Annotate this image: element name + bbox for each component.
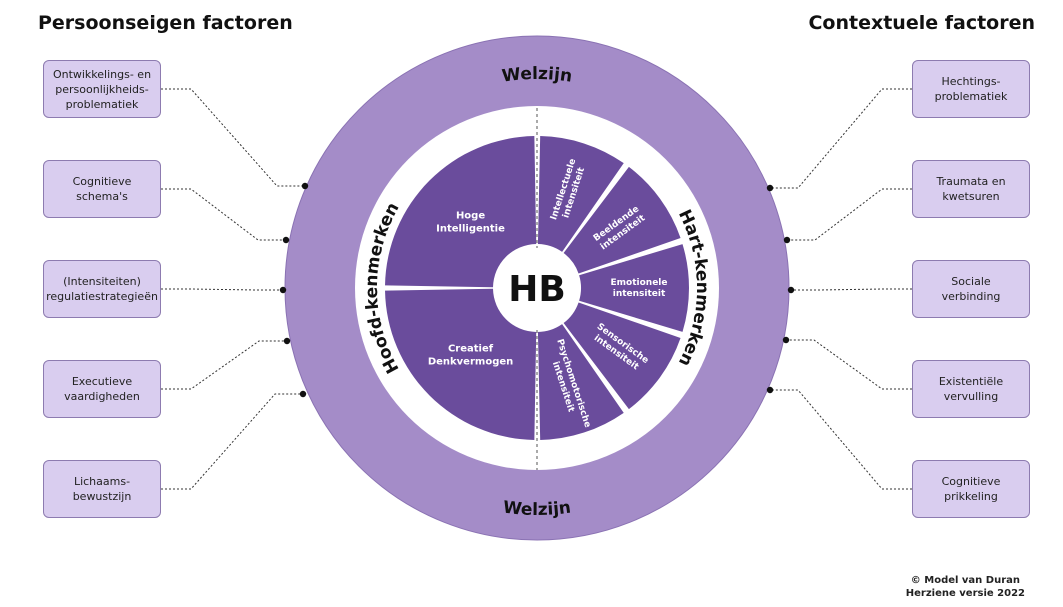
connector-dot xyxy=(766,386,774,394)
center-label: HB xyxy=(508,269,566,310)
connector-dot xyxy=(279,286,287,294)
heart-trait-sector xyxy=(579,244,690,332)
left-factor-box: Ontwikkelings- en persoonlijkheids- prob… xyxy=(43,60,161,118)
heart-trait-sector xyxy=(563,302,681,410)
heart-trait-sector xyxy=(537,136,624,252)
connector-line xyxy=(161,288,283,291)
right-factor-box: Hechtings- problematiek xyxy=(912,60,1030,118)
heart-trait-sector xyxy=(563,166,681,274)
left-factor-box: Executieve vaardigheden xyxy=(43,360,161,418)
connector-line xyxy=(770,88,912,189)
connector-dot xyxy=(283,337,291,345)
head-trait-sector xyxy=(385,288,537,440)
connector-dot xyxy=(783,236,791,244)
left-factor-box: Lichaams- bewustzijn xyxy=(43,460,161,518)
connector-line xyxy=(791,288,912,291)
right-heading: Contextuele factoren xyxy=(808,12,1035,34)
credit-line-1: © Model van Duran xyxy=(910,575,1021,586)
right-factor-box: Traumata en kwetsuren xyxy=(912,160,1030,218)
connector-line xyxy=(161,88,305,187)
heart-trait-sector xyxy=(537,324,624,440)
left-factor-box: (Intensiteiten) regulatiestrategieën xyxy=(43,260,161,318)
left-heading: Persoonseigen factoren xyxy=(38,12,293,34)
right-factor-box: Existentiële vervulling xyxy=(912,360,1030,418)
connector-line xyxy=(161,340,287,390)
right-factor-box: Cognitieve prikkeling xyxy=(912,460,1030,518)
connector-lines xyxy=(161,88,912,490)
connector-line xyxy=(787,188,912,241)
connector-dot xyxy=(299,390,307,398)
connector-line xyxy=(161,393,303,490)
connector-line xyxy=(786,339,912,390)
welzijn-top-label: Welzijn xyxy=(501,64,574,87)
connector-dot xyxy=(766,184,774,192)
credit-line-2: Herziene versie 2022 xyxy=(905,588,1025,599)
connector-line xyxy=(161,188,286,241)
left-factor-box: Cognitieve schema's xyxy=(43,160,161,218)
connector-dot xyxy=(787,286,795,294)
right-factor-box: Sociale verbinding xyxy=(912,260,1030,318)
credit: © Model van Duran Herziene versie 2022 xyxy=(906,574,1025,600)
connector-dot xyxy=(301,182,309,190)
connector-dot xyxy=(782,336,790,344)
center-disc xyxy=(497,248,577,328)
welzijn-bottom-label: Welzijn xyxy=(502,498,572,520)
connector-dot xyxy=(282,236,290,244)
head-trait-sector xyxy=(385,136,537,288)
connector-line xyxy=(770,389,912,490)
